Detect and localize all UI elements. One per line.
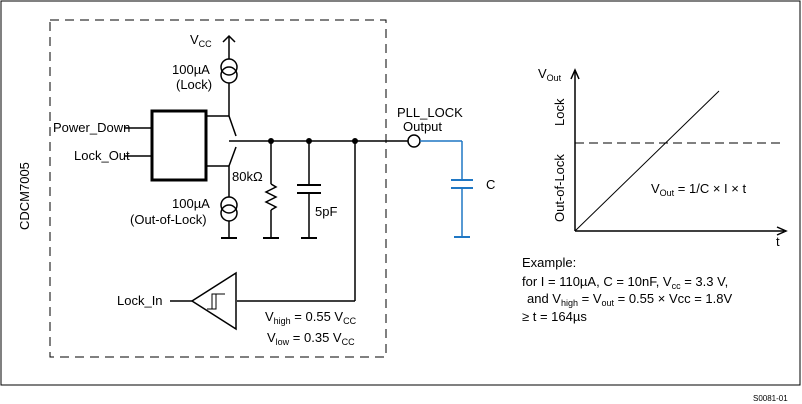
- current-ool-label: 100µA: [172, 196, 210, 211]
- pll-lock-label: PLL_LOCK: [397, 105, 463, 120]
- voltage-graph: VOut t Lock Out-of-Lock VOut = 1/C × I ×…: [538, 66, 788, 249]
- example-title: Example:: [522, 255, 576, 270]
- lock-paren-label: (Lock): [176, 77, 212, 92]
- outer-frame: [0, 0, 801, 386]
- output-pin-icon: [407, 134, 421, 148]
- hysteresis-icon: [207, 293, 225, 310]
- lock-in-label: Lock_In: [117, 293, 163, 308]
- ool-paren-label: (Out-of-Lock): [130, 212, 207, 227]
- figure-id: S0081-01: [753, 394, 788, 403]
- chip-name: CDCM7005: [17, 162, 32, 230]
- y-axis-label: VOut: [538, 66, 562, 83]
- logic-block: [150, 109, 208, 182]
- resistor-label: 80kΩ: [232, 169, 263, 184]
- chip-boundary: [49, 19, 387, 358]
- vcc-arrow-icon: [222, 34, 236, 43]
- internal-cap-label: 5pF: [315, 204, 337, 219]
- output-label: Output: [403, 119, 442, 134]
- example-line-1: for I = 110µA, C = 10nF, Vcc = 3.3 V,: [522, 274, 728, 291]
- x-axis-arrow-icon: [776, 226, 788, 236]
- region-lock-label: Lock: [552, 98, 567, 126]
- vhigh-label: Vhigh = 0.55 VCC: [265, 309, 357, 326]
- y-axis-arrow-icon: [570, 68, 580, 80]
- lower-switch: [228, 146, 237, 167]
- vcc-label: VCC: [190, 32, 212, 49]
- resistor-icon: [264, 183, 278, 211]
- ramp-line: [574, 90, 720, 232]
- lower-current-source-icon: [220, 196, 238, 214]
- current-lock-label: 100µA: [172, 62, 210, 77]
- x-axis-label: t: [776, 234, 780, 249]
- lock-out-label: Lock_Out: [74, 148, 130, 163]
- power-down-label: Power_Down: [53, 120, 130, 135]
- external-cap-label: C: [486, 177, 495, 192]
- vlow-label: Vlow = 0.35 VCC: [267, 330, 355, 347]
- upper-switch: [228, 115, 237, 137]
- schmitt-buffer-icon: [190, 271, 237, 331]
- example-line-2: and Vhigh = Vout = 0.55 × Vcc = 1.8V: [527, 291, 733, 308]
- ramp-formula: VOut = 1/C × I × t: [651, 181, 746, 198]
- example-line-3: ≥ t = 164µs: [522, 309, 587, 324]
- region-ool-label: Out-of-Lock: [552, 154, 567, 222]
